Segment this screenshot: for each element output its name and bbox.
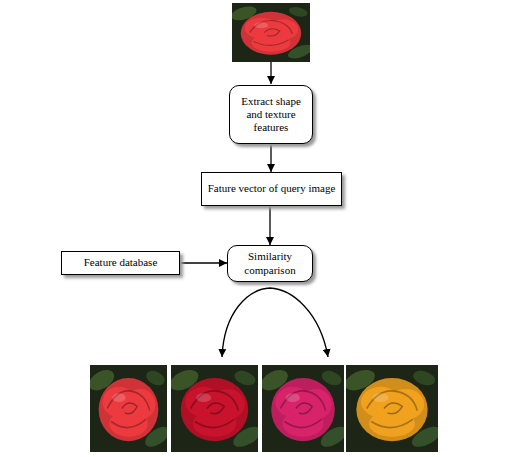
result-image [341, 365, 444, 452]
arrow-connector [270, 144, 271, 172]
vector-box: Fature vector of query image [201, 172, 342, 206]
node-label: Fature vector of query image [208, 182, 336, 195]
result-image [167, 365, 265, 452]
arrow-connector [180, 262, 227, 263]
arrow [270, 62, 271, 84]
node-label: Similarity comparison [233, 250, 307, 276]
result-image [258, 365, 350, 452]
result-image [86, 365, 172, 452]
process-box: Extract shape and texture features [229, 85, 313, 144]
database-box: Feature database [61, 251, 180, 275]
arrow-connector [269, 206, 270, 245]
node-label: Extract shape and texture features [235, 95, 307, 135]
node-label: Feature database [84, 256, 158, 269]
split-arrow [222, 288, 328, 357]
process-box: Similarity comparison [227, 245, 313, 282]
query-image [228, 3, 315, 62]
